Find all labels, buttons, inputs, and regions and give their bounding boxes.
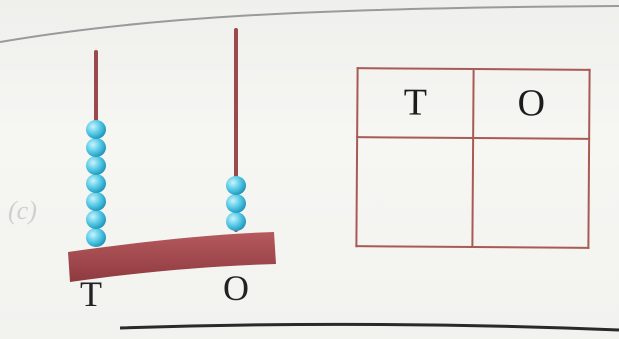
tens-bead bbox=[86, 192, 106, 211]
place-value-table: T O bbox=[355, 67, 590, 249]
tens-bead bbox=[86, 228, 106, 247]
tens-bead bbox=[86, 138, 106, 157]
tens-answer-cell[interactable] bbox=[356, 137, 473, 247]
tens-header-cell: T bbox=[357, 68, 473, 138]
tens-bead bbox=[86, 120, 106, 139]
tens-bead bbox=[86, 156, 106, 175]
ones-bead bbox=[226, 194, 246, 213]
item-label: (c) bbox=[8, 196, 37, 226]
ones-bead bbox=[226, 176, 246, 195]
table-answer-row bbox=[356, 137, 589, 248]
tens-bead-stack bbox=[86, 120, 106, 247]
ones-header-cell: O bbox=[473, 69, 590, 139]
tens-bead bbox=[86, 210, 106, 229]
table-header-row: T O bbox=[357, 68, 589, 138]
bottom-divider-line bbox=[0, 300, 619, 339]
tens-bead bbox=[86, 174, 106, 193]
ones-bead bbox=[226, 212, 246, 231]
ones-answer-cell[interactable] bbox=[472, 138, 589, 248]
ones-bead-stack bbox=[226, 176, 246, 231]
